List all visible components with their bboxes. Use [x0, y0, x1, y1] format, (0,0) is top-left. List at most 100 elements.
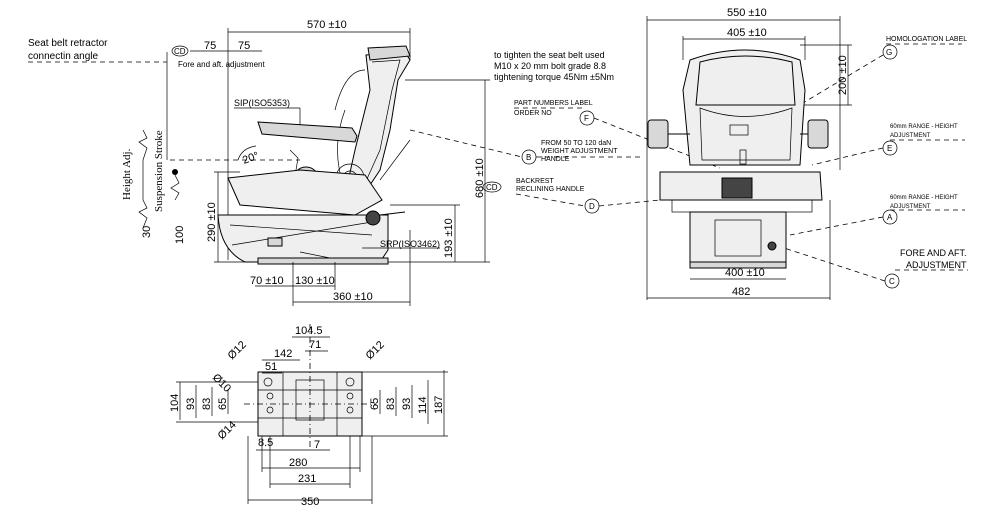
- hole-4: [346, 406, 354, 414]
- callout-g-letter: G: [886, 48, 892, 57]
- height-adj-value: 30: [141, 226, 153, 238]
- dim-8-5: 8.5: [258, 437, 273, 449]
- hole-5: [345, 377, 355, 387]
- front-view: 550 ±10 405 ±10 200 ±10 400 ±10: [646, 7, 852, 300]
- scissor-1: [229, 224, 373, 236]
- dia14: Ø14: [216, 419, 239, 442]
- callout-b-text-3: HANDLE: [541, 156, 570, 163]
- dim-left-104: 104: [169, 394, 181, 412]
- callout-c-text-2: ADJUSTMENT: [906, 260, 967, 270]
- front-damper: [714, 219, 762, 257]
- callout-b-letter: B: [526, 153, 531, 162]
- callout-e-text-2: ADJUSTMENT: [890, 133, 931, 139]
- callout-b-circle: [521, 149, 537, 165]
- dim-right-114: 114: [417, 396, 429, 414]
- bolt-note-2: M10 x 20 mm bolt grade 8.8: [494, 61, 606, 71]
- suspension-spring: [170, 174, 180, 201]
- suspension-base: [217, 214, 389, 263]
- bolt-note-3: tightening torque 45Nm ±5Nm: [494, 72, 614, 82]
- callout-c-text-1: FORE AND AFT.: [900, 248, 967, 258]
- dia10: Ø10: [210, 372, 233, 395]
- bracket: [289, 149, 299, 171]
- dim-51: 51: [265, 361, 277, 373]
- callout-a-text-2: ADJUSTMENT: [890, 204, 931, 210]
- base-plan: 104.5 71 142 51 Ø12 Ø12 Ø10 Ø14 104 93 8…: [169, 324, 448, 508]
- scissor-2: [231, 221, 373, 246]
- lever: [267, 237, 283, 247]
- retractor-note-line1: Seat belt retractor: [28, 38, 108, 49]
- dim-680: 680 ±10: [474, 158, 486, 198]
- callout-d-letter: D: [589, 202, 595, 211]
- dim-left-83: 83: [201, 398, 213, 410]
- dim-290: 290 ±10: [206, 202, 218, 242]
- hole-1: [266, 392, 274, 400]
- callouts: PART NUMBERS LABEL ORDER NO F FROM 50 TO…: [409, 36, 968, 289]
- hole-3: [266, 406, 274, 414]
- height-adj-spring: [138, 129, 148, 161]
- cd2-symbol: [482, 181, 502, 193]
- dia12-left: Ø12: [226, 339, 249, 362]
- callout-b-text-2: WEIGHT ADJUSTMENT: [541, 148, 618, 155]
- fore-aft-dim-right: 75: [238, 40, 250, 52]
- dim-142: 142: [274, 348, 292, 360]
- front-back-cushion: [699, 107, 793, 161]
- fore-aft-dim-left: 75: [204, 40, 216, 52]
- dim-550: 550 ±10: [727, 7, 767, 19]
- retractor-note-line2: connectin angle: [28, 51, 98, 62]
- fore-aft-lever: [379, 211, 406, 216]
- backrest-contour: [361, 59, 401, 191]
- dim-7: 7: [314, 439, 320, 451]
- callout-e-letter: E: [887, 144, 892, 153]
- suspension-dot: [172, 169, 178, 175]
- callout-d-text-1: BACKREST: [516, 178, 554, 185]
- seat-cushion: [227, 169, 383, 216]
- side-view: Seat belt retractor connectin angle CD 7…: [28, 19, 614, 306]
- dim-280: 280: [289, 457, 307, 469]
- armrest: [257, 121, 358, 143]
- callout-a-leader: [789, 216, 884, 236]
- angle-arc: [237, 145, 257, 161]
- dim-405: 405 ±10: [727, 27, 767, 39]
- front-base-rail: [689, 261, 787, 269]
- dim-360: 360 ±10: [333, 291, 373, 303]
- callout-d-leader: [515, 193, 586, 207]
- front-armrest-right: [807, 119, 829, 149]
- callout-a-letter: A: [887, 213, 893, 222]
- belt-line: [379, 139, 411, 181]
- homologation-label: [729, 124, 749, 136]
- cd-symbol: [171, 45, 189, 57]
- height-adj-spring2: [138, 199, 148, 229]
- callout-g-text: HOMOLOGATION LABEL: [886, 36, 967, 43]
- seat-backrest: [344, 51, 411, 201]
- callout-e-text-1: 60mm RANGE - HEIGHT: [890, 124, 958, 130]
- front-seat-pan: [671, 199, 813, 213]
- headrest: [367, 45, 411, 61]
- suspension-label: Suspension Stroke: [153, 130, 165, 212]
- dim-right-83: 83: [385, 398, 397, 410]
- dim-350: 350: [301, 496, 319, 508]
- front-knob: [767, 241, 777, 251]
- dim-left-93: 93: [185, 398, 197, 410]
- dim-200: 200 ±10: [837, 55, 849, 95]
- callout-b-leader: [409, 129, 523, 158]
- dim-482: 482: [732, 286, 750, 298]
- callout-a-text-1: 60mm RANGE - HEIGHT: [890, 195, 958, 201]
- height-knob: [365, 210, 381, 226]
- dim-400: 400 ±10: [725, 267, 765, 279]
- callout-d-leader2: [598, 199, 661, 207]
- dim-193: 193 ±10: [443, 218, 455, 258]
- angle-label: 20°: [241, 150, 261, 167]
- front-headrest: [695, 55, 796, 106]
- dim-left-65: 65: [217, 398, 229, 410]
- hole-6: [263, 377, 273, 387]
- height-adj-label: Height Adj.: [121, 148, 133, 200]
- dia12-right: Ø12: [364, 339, 387, 362]
- dim-231: 231: [298, 473, 316, 485]
- fore-aft-label: Fore and aft. adjustment: [178, 60, 265, 69]
- callout-f-letter: F: [584, 114, 589, 123]
- front-weight-knob: [721, 177, 753, 199]
- dim-70: 70 ±10: [250, 275, 284, 287]
- backrest-frame: [334, 69, 366, 111]
